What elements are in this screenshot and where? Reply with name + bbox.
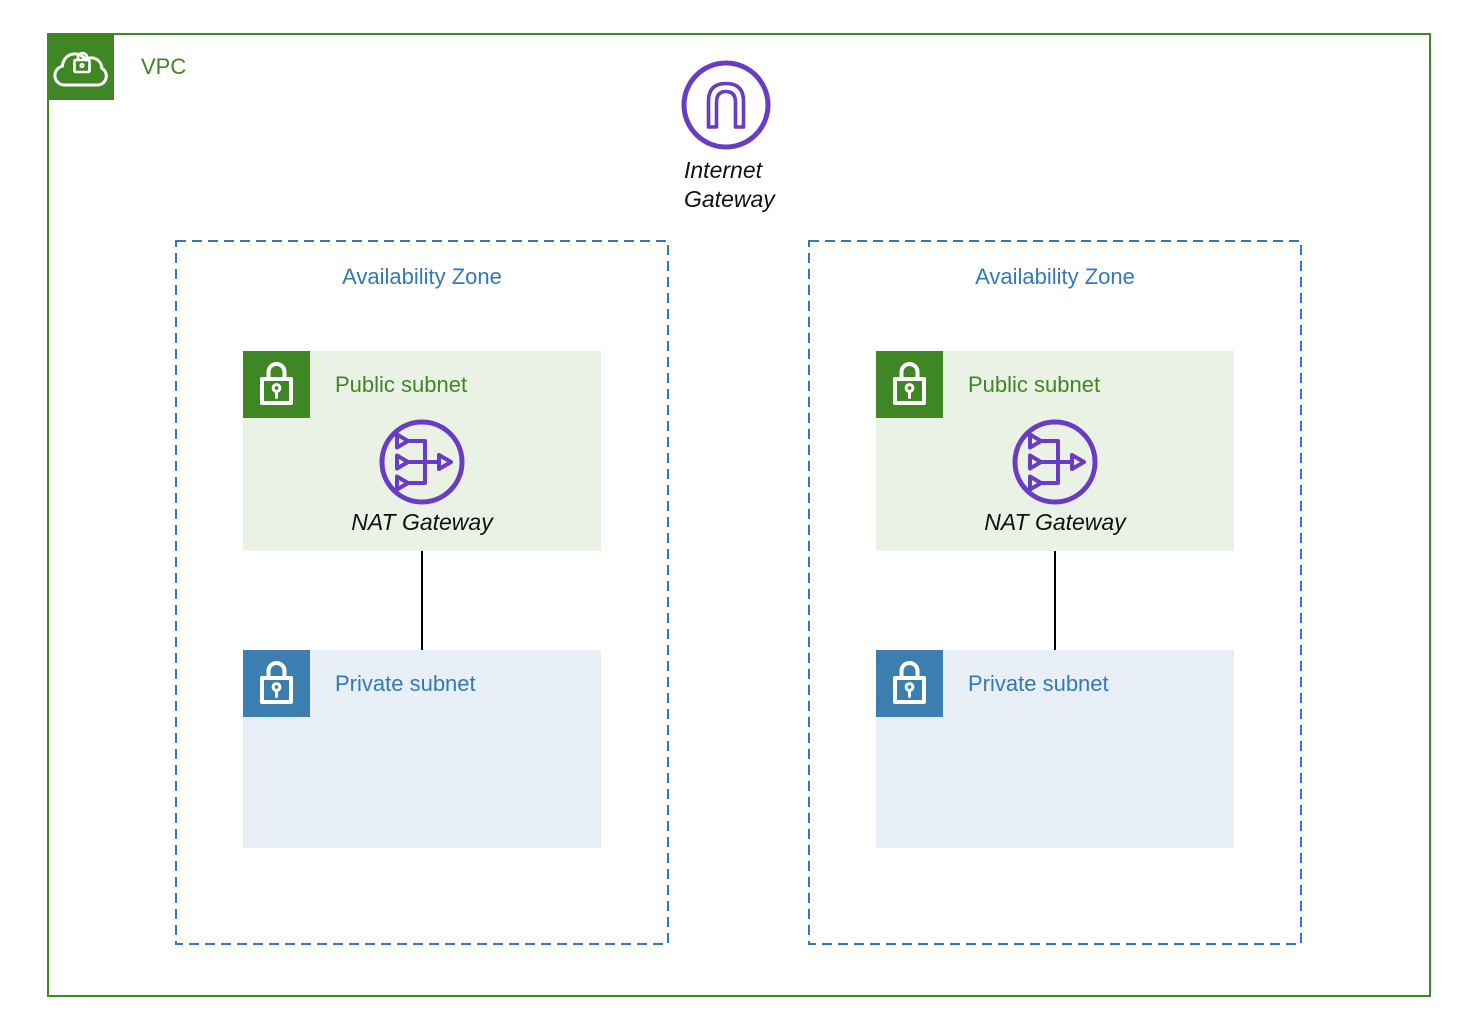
internet-gateway-node: Internet Gateway	[679, 58, 809, 214]
public-subnet-label: Public subnet	[335, 372, 468, 397]
private-subnet-label: Private subnet	[335, 671, 476, 696]
private-subnet-lock-icon	[876, 650, 943, 717]
public-subnet-lock-icon	[876, 351, 943, 418]
vpc-cloud-lock-icon	[47, 33, 114, 100]
public-subnet-lock-icon	[243, 351, 310, 418]
nat-gateway-label: NAT Gateway	[984, 509, 1126, 535]
vpc-container-border	[47, 33, 1431, 997]
private-subnet-label: Private subnet	[968, 671, 1109, 696]
internet-gateway-icon	[679, 58, 809, 152]
nat-gateway-icon	[1010, 417, 1100, 507]
availability-zone-2: Availability Zone Public subnet	[808, 240, 1302, 945]
nat-to-private-connector-line	[421, 551, 423, 650]
private-subnet: Private subnet	[876, 650, 1234, 848]
internet-gateway-label: Internet Gateway	[684, 157, 775, 212]
nat-gateway-label: NAT Gateway	[351, 509, 493, 535]
availability-zone-label: Availability Zone	[975, 264, 1135, 289]
public-subnet: Public subnet NAT Gateway	[243, 351, 601, 551]
private-subnet-lock-icon	[243, 650, 310, 717]
vpc-label: VPC	[141, 54, 187, 79]
nat-gateway-icon	[377, 417, 467, 507]
availability-zone-border	[808, 240, 1302, 945]
nat-to-private-connector-line	[1054, 551, 1056, 650]
availability-zone-border	[175, 240, 669, 945]
public-subnet: Public subnet NAT Gateway	[876, 351, 1234, 551]
public-subnet-label: Public subnet	[968, 372, 1101, 397]
availability-zone-1: Availability Zone Public subnet	[175, 240, 669, 945]
availability-zone-label: Availability Zone	[342, 264, 502, 289]
private-subnet: Private subnet	[243, 650, 601, 848]
